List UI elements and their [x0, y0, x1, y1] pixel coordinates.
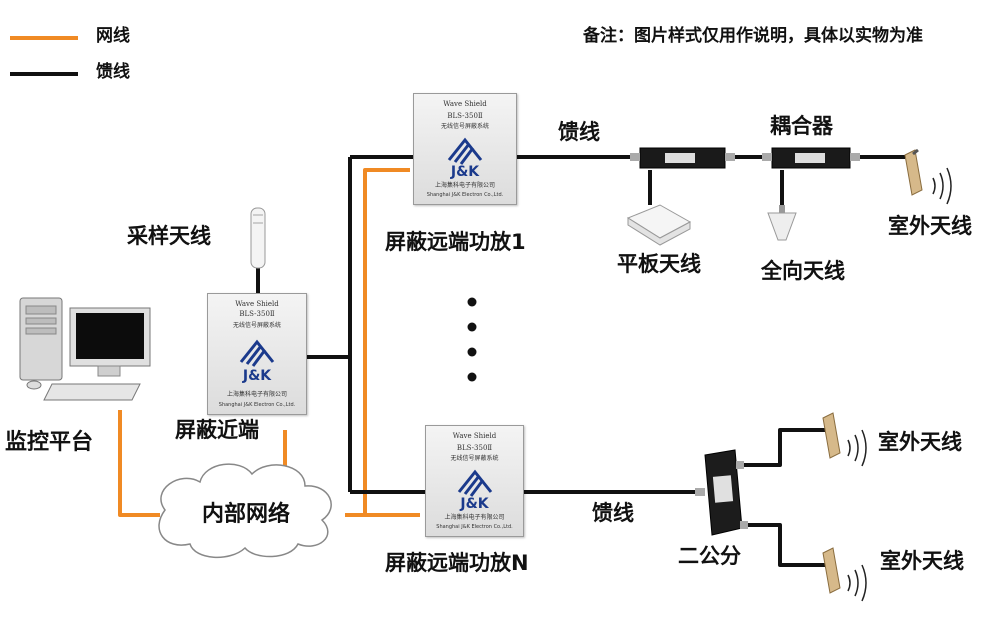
plate-company-en: Shanghai J&K Electron Co.,Ltd.	[426, 192, 504, 198]
sample-antenna-icon	[250, 207, 266, 269]
label-far-end-1: 屏蔽远端功放1	[385, 230, 526, 254]
plate-company-en: Shanghai J&K Electron Co.,Ltd.	[436, 524, 513, 530]
plate-series: Wave Shield	[443, 100, 487, 108]
label-outdoor-antenna-mid: 室外天线	[878, 430, 962, 454]
plate-model: BLS-350Ⅱ	[239, 310, 275, 318]
plate-company-cn: 上海集科电子有限公司	[434, 182, 495, 189]
feeder-cables	[256, 155, 905, 567]
plate-system: 无线信号屏蔽系统	[440, 123, 489, 130]
label-internal-network: 内部网络	[202, 502, 291, 527]
far-end-n-shield-box: Wave Shield BLS-350Ⅱ 无线信号屏蔽系统 J&K 上海集科电子…	[425, 425, 524, 537]
label-omni-antenna: 全向天线	[761, 259, 845, 283]
computer-icon	[19, 297, 151, 401]
label-feeder-top: 馈线	[558, 120, 600, 144]
cloud-icon	[158, 463, 332, 559]
plate-company-cn: 上海集科电子有限公司	[444, 514, 505, 521]
legend-label-network: 网线	[96, 26, 130, 46]
signal-waves-icon	[932, 167, 952, 205]
plate-brand: J&K	[460, 496, 489, 512]
label-sample-antenna: 采样天线	[127, 224, 211, 248]
jk-logo-icon	[447, 137, 483, 165]
plate-brand: J&K	[242, 368, 272, 384]
plate-system: 无线信号屏蔽系统	[450, 455, 499, 462]
label-outdoor-antenna-top: 室外天线	[888, 214, 972, 238]
disclaimer-note: 备注：图片样式仅用作说明，具体以实物为准	[583, 26, 923, 46]
dot	[467, 347, 477, 357]
dot	[467, 297, 477, 307]
legend-swatch-network	[10, 36, 78, 40]
label-far-end-n: 屏蔽远端功放N	[385, 551, 529, 575]
omni-antenna-icon	[767, 205, 797, 241]
plate-brand: J&K	[450, 164, 480, 180]
dot	[467, 322, 477, 332]
label-near-end: 屏蔽近端	[175, 418, 259, 442]
outdoor-antenna-icon	[822, 547, 841, 594]
label-outdoor-antenna-bottom: 室外天线	[880, 549, 964, 573]
coupler-icon	[762, 147, 860, 169]
legend-swatch-feeder	[10, 72, 78, 76]
network-far1-cable	[345, 168, 410, 517]
splitter-up	[740, 428, 825, 467]
jk-logo-icon	[239, 339, 275, 367]
dot	[467, 372, 477, 382]
splitter-down	[740, 523, 825, 567]
plate-series: Wave Shield	[235, 300, 279, 308]
coupler-icon	[630, 147, 735, 169]
label-monitor-platform: 监控平台	[5, 430, 94, 455]
splitter-icon	[695, 449, 748, 536]
label-splitter: 二公分	[678, 544, 741, 568]
panel-antenna-icon	[626, 204, 692, 246]
plate-series: Wave Shield	[452, 432, 497, 440]
plate-system: 无线信号屏蔽系统	[232, 322, 281, 329]
signal-waves-icon	[847, 564, 867, 602]
plate-model: BLS-350Ⅱ	[447, 112, 483, 120]
label-feeder-bottom: 馈线	[592, 501, 634, 525]
jk-logo-icon	[457, 469, 492, 497]
signal-waves-icon	[847, 429, 867, 467]
outdoor-antenna-icon	[822, 412, 841, 459]
near-end-shield-box: Wave Shield BLS-350Ⅱ 无线信号屏蔽系统 J&K 上海集科电子…	[207, 293, 307, 415]
label-panel-antenna: 平板天线	[617, 252, 701, 276]
far-end-1-shield-box: Wave Shield BLS-350Ⅱ 无线信号屏蔽系统 J&K 上海集科电子…	[413, 93, 517, 205]
outdoor-antenna-icon	[904, 148, 923, 196]
plate-company-cn: 上海集科电子有限公司	[226, 391, 287, 398]
legend-label-feeder: 馈线	[96, 62, 130, 82]
ellipsis-dots	[467, 297, 477, 382]
plate-model: BLS-350Ⅱ	[456, 444, 493, 452]
monitor-network-cable	[118, 410, 160, 517]
plate-company-en: Shanghai J&K Electron Co.,Ltd.	[218, 402, 296, 408]
label-coupler: 耦合器	[770, 114, 833, 138]
